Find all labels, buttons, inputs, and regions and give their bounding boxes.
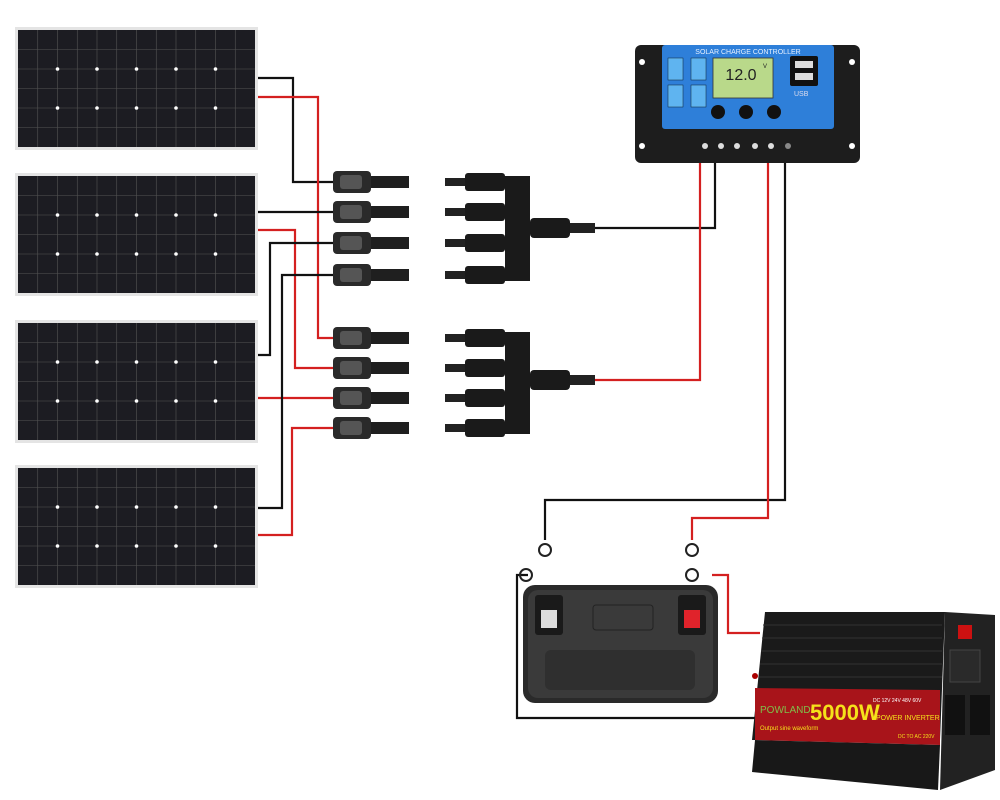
panel1-negative-wire <box>258 76 335 184</box>
inverter-positive-wire <box>712 573 760 635</box>
mc4-connector <box>333 264 409 286</box>
ring-terminal-icon <box>538 543 552 557</box>
battery <box>523 585 718 703</box>
lcd-voltage: 12.0 <box>725 67 756 84</box>
mc4-connector <box>333 417 409 439</box>
solar-panel-1 <box>15 27 258 150</box>
solar-panels <box>15 27 258 588</box>
mc4-connector <box>333 171 409 193</box>
mc4-connector <box>333 357 409 379</box>
inverter-brand: POWLAND <box>760 705 811 716</box>
lcd-screen <box>712 57 774 99</box>
solar-panel-4 <box>15 465 258 588</box>
ac-outlet <box>949 649 981 683</box>
mc4-connector <box>333 232 409 254</box>
ring-terminal-icon <box>519 568 533 582</box>
mc4-connector <box>333 327 409 349</box>
wires <box>258 76 787 720</box>
battery-negative-wire <box>543 163 787 540</box>
up-button[interactable] <box>739 105 753 119</box>
panel3-negative-wire <box>258 241 335 357</box>
inverter-power: 5000W <box>810 700 880 725</box>
controller-title: SOLAR CHARGE CONTROLLER <box>695 49 800 56</box>
ring-terminal-icon <box>685 543 699 557</box>
branch-connector <box>445 173 595 284</box>
usb-label: USB <box>794 91 809 98</box>
panel2-positive-wire <box>258 228 335 370</box>
lcd-unit: V <box>763 64 767 70</box>
mc4-connector <box>333 201 409 223</box>
panel1-positive-wire <box>258 95 335 340</box>
power-switch[interactable] <box>958 625 972 639</box>
inverter-voltages: DC 12V 24V 48V 60V <box>873 698 922 704</box>
branch-connectors <box>445 173 595 437</box>
charge-controller: SOLAR CHARGE CONTROLLER 12.0 V USB <box>635 45 860 163</box>
solar-panel-3 <box>15 320 258 443</box>
mc4-connectors <box>333 171 409 439</box>
menu-button[interactable] <box>711 105 725 119</box>
ring-terminals <box>519 543 699 582</box>
combined-negative-wire <box>595 163 717 230</box>
inverter-negative-wire <box>515 573 760 720</box>
solar-panel-2 <box>15 173 258 296</box>
panel4-negative-wire <box>258 273 335 510</box>
power-inverter: POWLAND 5000W DC 12V 24V 48V 60V POWER I… <box>752 612 995 790</box>
ring-terminal-icon <box>685 568 699 582</box>
panel4-positive-wire <box>258 426 335 537</box>
battery-positive-wire <box>690 163 770 540</box>
inverter-waveform: Output sine waveform <box>760 726 818 732</box>
inverter-conversion: DC TO AC 220V <box>898 734 935 740</box>
down-button[interactable] <box>767 105 781 119</box>
mc4-connector <box>333 387 409 409</box>
combined-positive-wire <box>595 163 702 382</box>
inverter-type: POWER INVERTER <box>876 715 940 722</box>
branch-connector <box>445 329 595 437</box>
